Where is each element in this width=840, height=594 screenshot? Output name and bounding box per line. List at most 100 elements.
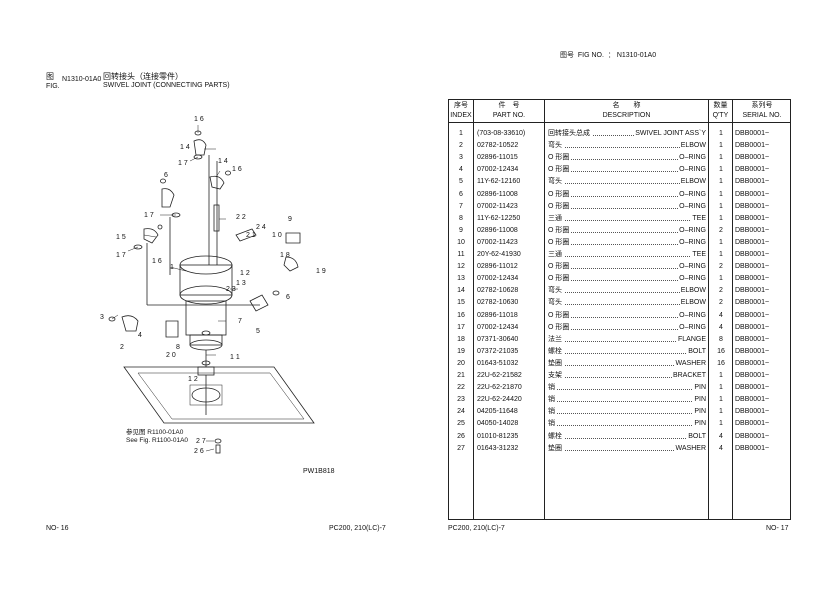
- callout-11: 1 1: [230, 354, 240, 361]
- callout-16c: 1 6: [152, 258, 162, 265]
- cell-serial: DBB0001~: [735, 275, 770, 283]
- cell-qty: 1: [719, 238, 723, 246]
- callout-14: 1 4: [180, 144, 190, 151]
- cell-description-en: O–RING: [678, 261, 706, 274]
- cell-qty: 1: [719, 384, 723, 392]
- callout-16b: 1 6: [232, 166, 242, 173]
- callout-15: 1 5: [116, 234, 126, 241]
- cell-description-en: BOLT: [687, 345, 706, 358]
- cell-description-zh: O 形圈: [548, 236, 572, 249]
- cell-part-no: 02782-10630: [477, 299, 519, 307]
- cell-part-no: 07002-12434: [477, 275, 519, 283]
- cell-part-no: 07372-21035: [477, 347, 519, 355]
- elbow-fitting-5: [249, 294, 269, 312]
- fig-number-left: N1310-01A0: [62, 76, 102, 83]
- cell-description-zh: 销: [548, 394, 557, 407]
- cell-serial: DBB0001~: [735, 432, 770, 440]
- cell-index: 1: [459, 130, 463, 137]
- callout-6b: 6: [286, 294, 290, 301]
- cell-part-no: (703-08-33610): [477, 130, 526, 137]
- cell-description-zh: O 形圈: [548, 224, 572, 237]
- cell-description-zh: 法兰: [548, 333, 564, 346]
- cell-part-no: 11Y-62-12160: [477, 178, 521, 186]
- callout-14b: 1 4: [218, 158, 228, 165]
- cell-serial: DBB0001~: [735, 420, 770, 428]
- cell-description-en: ELBOW: [679, 285, 706, 298]
- cell-index: 21: [457, 372, 465, 379]
- cell-serial: DBB0001~: [735, 238, 770, 246]
- table-header: 序号 INDEX 件 号 PART NO. 名 称 DESCRIPTION 数量…: [449, 100, 790, 123]
- cell-serial: DBB0001~: [735, 202, 770, 210]
- cell-qty: 2: [719, 226, 723, 234]
- cell-part-no: 01010-81235: [477, 432, 519, 440]
- cell-description-zh: 弯头: [548, 297, 564, 310]
- cell-part-no: 01643-51032: [477, 359, 519, 367]
- cell-description-en: O–RING: [678, 321, 706, 334]
- cell-serial: DBB0001~: [735, 396, 770, 404]
- reference-zh: 参见图 R1100-01A0: [126, 429, 184, 436]
- cell-part-no: 02896-11018: [477, 311, 518, 319]
- cell-index: 5: [459, 178, 463, 186]
- cell-description-en: WASHER: [674, 442, 706, 455]
- cell-description-en: O–RING: [678, 164, 706, 177]
- cell-index: 23: [457, 396, 465, 404]
- cell-qty: 1: [719, 154, 723, 162]
- cell-description-en: ELBOW: [679, 176, 706, 189]
- cell-part-no: 11Y-62-12250: [477, 214, 521, 222]
- cell-qty: 2: [719, 263, 723, 271]
- cell-description-zh: 销: [548, 406, 557, 419]
- cell-serial: DBB0001~: [735, 214, 770, 222]
- cell-description-zh: 弯头: [548, 140, 564, 153]
- cell-serial: DBB0001~: [735, 142, 770, 150]
- cell-description-en: PIN: [693, 382, 706, 395]
- cell-serial: DBB0001~: [735, 311, 770, 319]
- elbow-fitting-14-top: [193, 139, 207, 156]
- callout-19: 1 9: [316, 268, 326, 275]
- elbow-fitting-left: [161, 188, 175, 208]
- cell-qty: 1: [719, 251, 723, 258]
- callout-21: 2 1: [246, 232, 256, 239]
- cell-index: 4: [459, 166, 463, 174]
- callout-17c: 1 7: [116, 252, 126, 259]
- callout-16: 1 6: [194, 116, 204, 123]
- cell-index: 22: [457, 384, 465, 392]
- cell-description-en: O–RING: [678, 152, 706, 165]
- cell-qty: 1: [719, 190, 723, 198]
- cell-description-zh: O 形圈: [548, 200, 572, 213]
- cell-description-en: O–RING: [678, 224, 706, 237]
- callout-8: 8: [176, 344, 180, 351]
- cell-qty: 1: [719, 275, 723, 283]
- cell-qty: 1: [719, 372, 723, 379]
- tee-fitting-11: [197, 366, 215, 376]
- cell-qty: 16: [717, 359, 725, 367]
- header-serial: 系列号 SERIAL NO.: [742, 102, 782, 119]
- cell-description-zh: 回转接头总成: [548, 128, 592, 140]
- fig-title-en: SWIVEL JOINT (CONNECTING PARTS): [103, 82, 230, 89]
- footer-model-left: PC200, 210(LC)-7: [329, 525, 386, 532]
- callout-2: 2: [120, 344, 124, 351]
- cell-index: 27: [457, 444, 465, 452]
- fig-zh-prefix: 图: [46, 72, 54, 81]
- cell-description-en: PIN: [693, 394, 706, 407]
- cell-description-zh: 螺栓: [548, 430, 564, 443]
